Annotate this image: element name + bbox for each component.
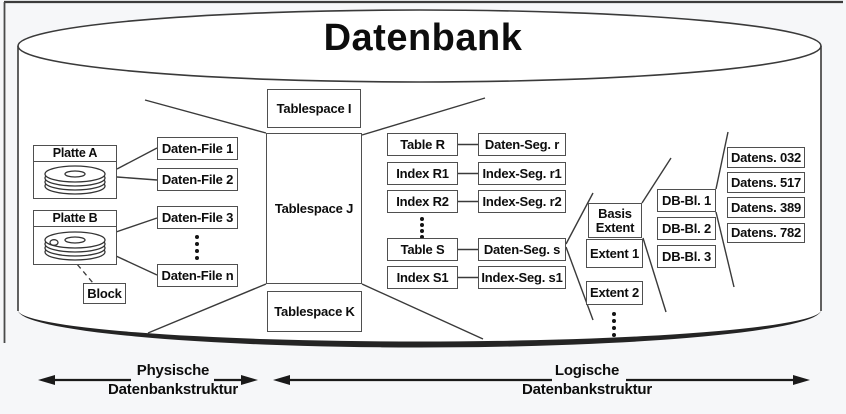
tablespace-j-box: Tablespace J [266,133,362,284]
daten-file-1-box: Daten-File 1 [157,137,238,160]
physical-structure-label: Physische Datenbankstruktur [95,361,251,399]
disk-icon [34,162,116,198]
fan-line-segment-extent-upper [565,192,594,245]
logical-structure-label-line2: Datenbankstruktur [522,381,652,398]
fan-line-segment-extent-lower [565,246,594,321]
tablespace-i-box: Tablespace I [267,89,361,128]
tablespace-k-box: Tablespace K [267,291,362,332]
daten-file-n-box: Daten-File n [157,264,238,287]
index-s1-box: Index S1 [387,266,458,289]
db-block-1-box: DB-Bl. 1 [657,189,716,212]
daten-file-2-box: Daten-File 2 [157,168,238,191]
db-block-3-box: DB-Bl. 3 [657,245,716,268]
logical-structure-label-line1: Logische [554,362,620,379]
cylinder-top-ellipse [17,9,822,83]
arrowhead-left-logical [273,375,290,385]
fan-line-left-upper [144,99,267,134]
fan-line-right-lower [361,283,484,340]
index-r2-box: Index R2 [387,190,458,213]
record-517-box: Datens. 517 [727,172,805,193]
basis-extent-box: Basis Extent [588,203,642,238]
fan-line-dbblock-record-lower [715,211,735,288]
physical-structure-label-line1: Physische [136,362,210,379]
disk-platte-b-label: Platte B [34,211,116,227]
extent-1-box: Extent 1 [586,239,643,268]
logical-structure-label: Logische Datenbankstruktur [509,361,665,399]
index-seg-r1-box: Index-Seg. r1 [478,162,566,185]
connector-platte-b-file3 [115,217,158,233]
record-389-box: Datens. 389 [727,197,805,218]
connector-platte-b-filen [115,255,158,276]
disk-icon [34,227,116,264]
fan-line-dbblock-record-upper [715,131,729,190]
arrowhead-right-logical [793,375,810,385]
physical-structure-label-line2: Datenbankstruktur [108,381,238,398]
connector-platte-a-file1 [116,147,158,170]
record-782-box: Datens. 782 [727,223,805,243]
index-seg-s1-box: Index-Seg. s1 [478,266,566,289]
disk-platte-b: Platte B [33,210,117,265]
ellipsis-extents [612,312,616,337]
table-s-box: Table S [387,238,458,261]
cylinder-bottom-shadow [18,310,821,348]
fan-line-extent-dbblock-lower [642,237,667,313]
fan-line-left-lower [147,283,267,334]
daten-seg-r-box: Daten-Seg. r [478,133,566,156]
table-r-box: Table R [387,133,458,156]
db-block-2-box: DB-Bl. 2 [657,217,716,240]
block-box: Block [83,283,126,304]
fan-line-right-upper [361,97,486,136]
arrowhead-left-physical [38,375,55,385]
record-032-box: Datens. 032 [727,147,805,168]
diagram-title: Datenbank [323,17,523,59]
disk-platte-a: Platte A [33,145,117,199]
daten-file-3-box: Daten-File 3 [157,206,238,229]
daten-seg-s-box: Daten-Seg. s [478,238,566,261]
index-seg-r2-box: Index-Seg. r2 [478,190,566,213]
arrowhead-right-physical [241,375,258,385]
extent-2-box: Extent 2 [586,281,643,305]
ellipsis-data-files [195,235,199,260]
disk-a-icon [44,165,106,195]
connector-platte-a-file2 [116,176,158,181]
block-marker [49,238,59,246]
disk-platte-a-label: Platte A [34,146,116,162]
disk-b-icon [44,230,106,261]
index-r1-box: Index R1 [387,162,458,185]
fan-line-extent-dbblock-upper [641,157,672,204]
